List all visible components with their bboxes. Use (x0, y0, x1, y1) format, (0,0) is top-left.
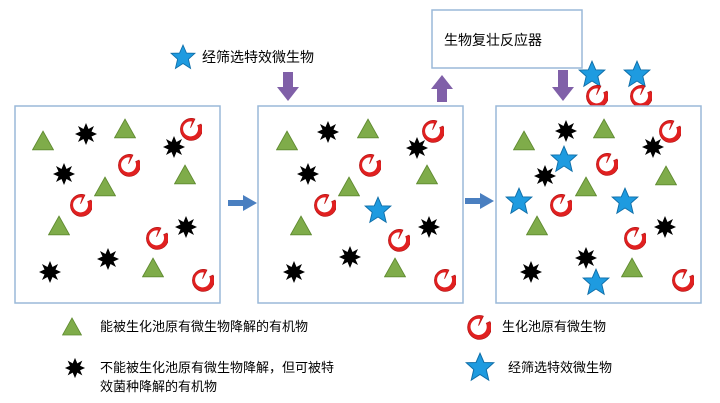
legend-splat-text-line2: 效菌种降解的有机物 (100, 379, 217, 395)
arrow-down-icon (277, 72, 299, 101)
arrow-right-icon (228, 195, 257, 211)
arrow-right-icon (465, 193, 494, 209)
pacman-icon (585, 84, 608, 108)
arrow-down-icon (552, 70, 574, 101)
arrow-up-icon (431, 75, 453, 102)
legend-pacman-text: 生化池原有微生物 (502, 320, 606, 335)
star-icon (578, 60, 606, 87)
pacman-icon (629, 84, 652, 108)
reactor-label: 生物复壮反应器 (444, 32, 542, 49)
top-label: 经筛选特效微生物 (202, 50, 314, 66)
legend-splat-text-line1: 不能被生化池原有微生物降解，但可被特 (100, 361, 334, 376)
legend: 能被生化池原有微生物降解的有机物 生化池原有微生物 不能被生化池原有微生物降解，… (62, 314, 612, 395)
legend-star-text: 经筛选特效微生物 (508, 361, 612, 376)
pacman-icon (467, 314, 491, 340)
triangle-icon (62, 317, 82, 336)
splat-icon (64, 357, 86, 379)
reactor-box (431, 9, 583, 69)
star-icon (623, 60, 651, 87)
top-star-icon (170, 44, 196, 69)
star-icon (465, 352, 495, 381)
legend-triangle-text: 能被生化池原有微生物降解的有机物 (100, 319, 308, 335)
